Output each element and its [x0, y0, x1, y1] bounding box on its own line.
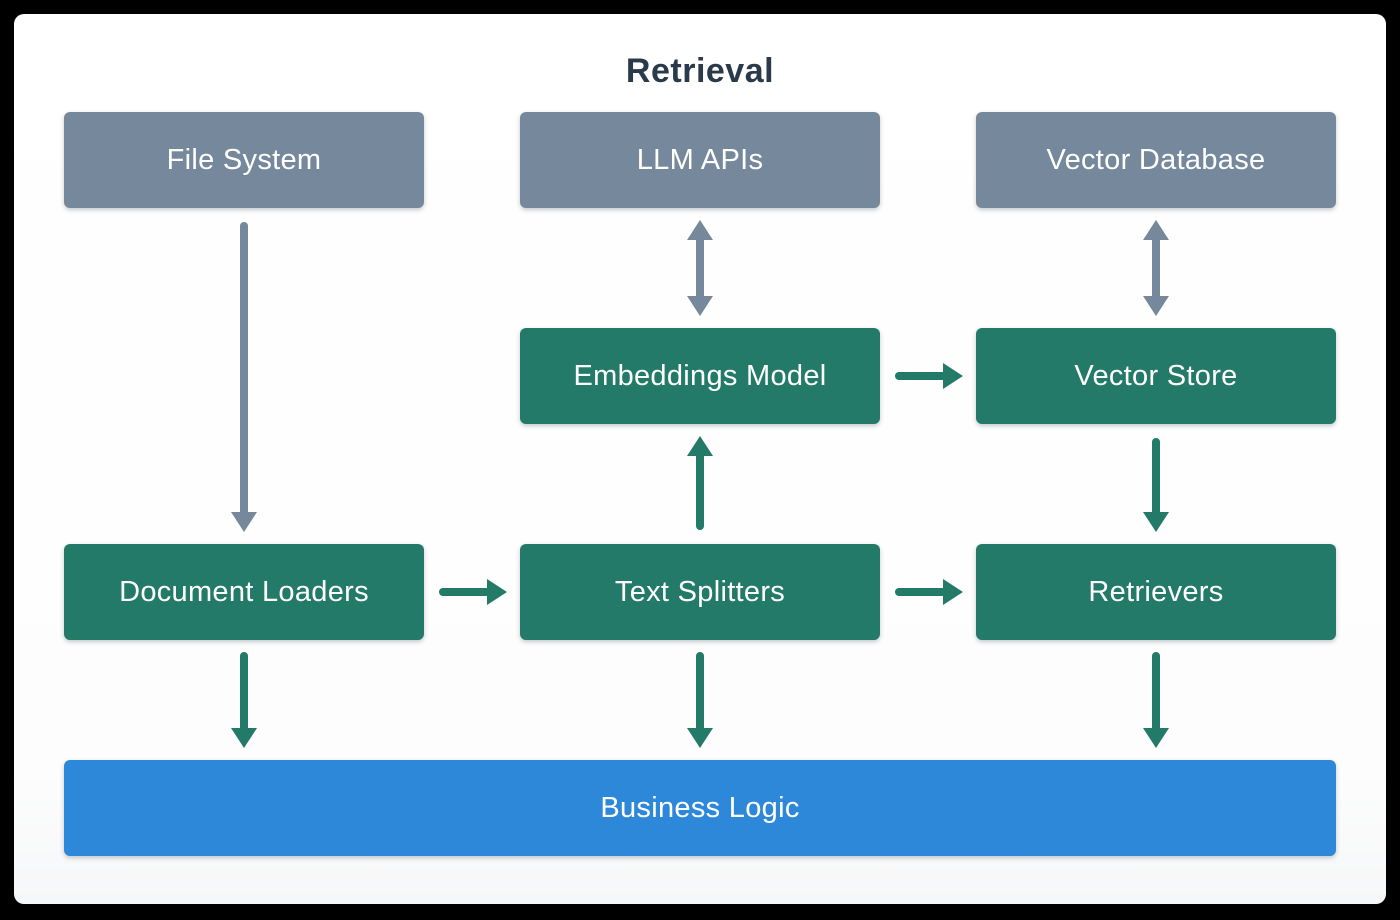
arrow-document-loaders-to-text-splitters — [439, 579, 507, 605]
diagram-card: Retrieval File System LLM APIs Vector Da… — [14, 14, 1386, 904]
arrow-text-splitters-to-embeddings-model — [687, 436, 713, 530]
arrow-vector-database-vector-store-bidirectional — [1143, 220, 1169, 316]
arrow-file-system-to-document-loaders — [231, 222, 257, 532]
arrow-retrievers-to-business-logic — [1143, 652, 1169, 748]
node-document-loaders: Document Loaders — [64, 544, 424, 640]
arrow-llm-apis-embeddings-model-bidirectional — [687, 220, 713, 316]
node-vector-database: Vector Database — [976, 112, 1336, 208]
arrow-embeddings-model-to-vector-store — [895, 363, 963, 389]
node-file-system-label: File System — [166, 143, 322, 176]
node-vector-store-label: Vector Store — [1074, 359, 1238, 392]
node-business-logic-label: Business Logic — [600, 791, 800, 824]
arrow-vector-store-to-retrievers — [1143, 438, 1169, 532]
arrow-text-splitters-to-business-logic — [687, 652, 713, 748]
node-text-splitters: Text Splitters — [520, 544, 880, 640]
node-llm-apis-label: LLM APIs — [636, 143, 764, 176]
node-embeddings-model: Embeddings Model — [520, 328, 880, 424]
node-document-loaders-label: Document Loaders — [119, 575, 369, 608]
node-retrievers-label: Retrievers — [1088, 575, 1224, 608]
node-text-splitters-label: Text Splitters — [614, 575, 786, 608]
node-vector-database-label: Vector Database — [1046, 143, 1266, 176]
node-llm-apis: LLM APIs — [520, 112, 880, 208]
node-embeddings-model-label: Embeddings Model — [573, 359, 827, 392]
node-file-system: File System — [64, 112, 424, 208]
node-vector-store: Vector Store — [976, 328, 1336, 424]
node-retrievers: Retrievers — [976, 544, 1336, 640]
arrow-document-loaders-to-business-logic — [231, 652, 257, 748]
node-business-logic: Business Logic — [64, 760, 1336, 856]
diagram-title: Retrieval — [625, 52, 775, 90]
arrow-text-splitters-to-retrievers — [895, 579, 963, 605]
